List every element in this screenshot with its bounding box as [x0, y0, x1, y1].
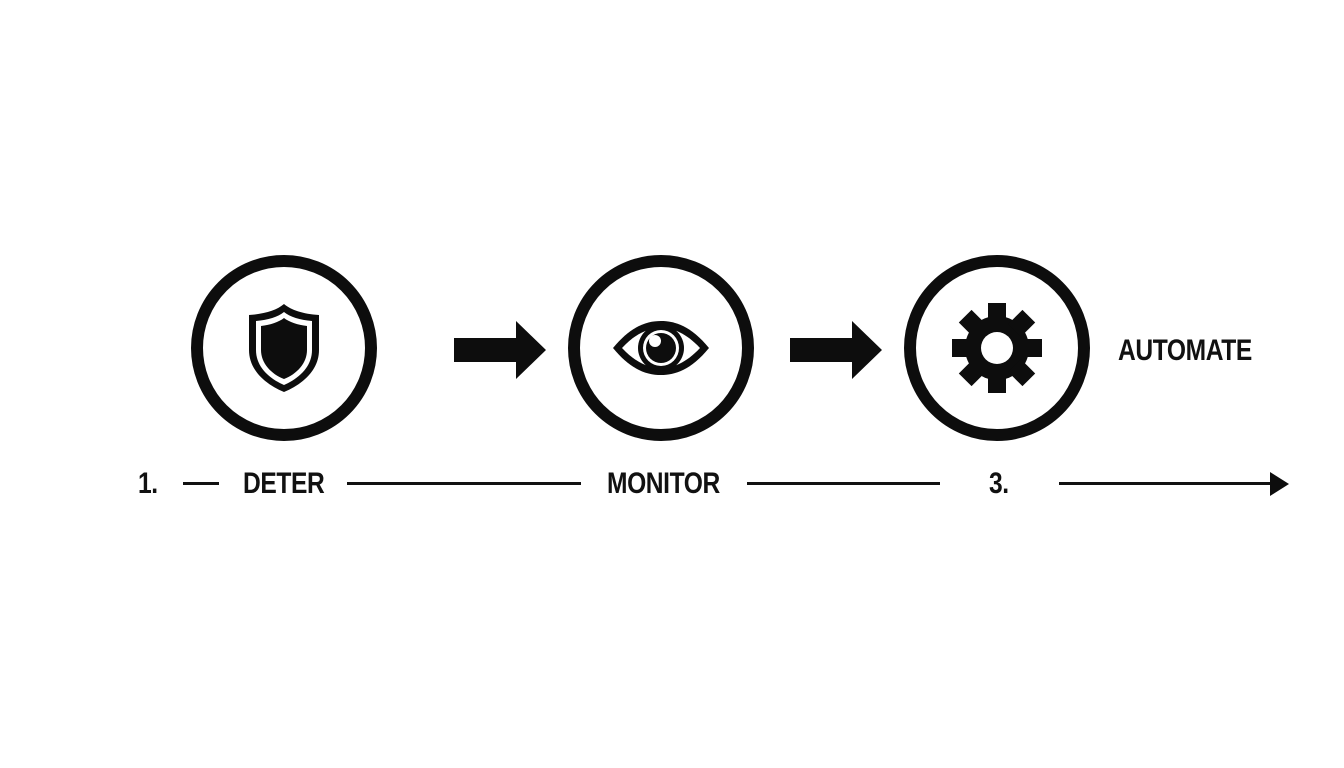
timeline-arrow-line [1059, 482, 1273, 485]
timeline-line [347, 482, 581, 485]
step-1-circle [191, 255, 377, 441]
deter-label: DETER [243, 467, 325, 500]
arrow-right-icon [790, 321, 882, 379]
arrowhead-icon [1270, 472, 1289, 496]
automate-label: AUTOMATE [1118, 334, 1252, 367]
eye-icon [613, 321, 709, 375]
step-3-circle [904, 255, 1090, 441]
step-number-3: 3. [989, 467, 1009, 500]
timeline-line [747, 482, 940, 485]
gear-icon [952, 303, 1042, 393]
timeline-dash [183, 482, 219, 485]
arrow-right-icon [454, 321, 546, 379]
step-number-1: 1. [138, 467, 158, 500]
shield-icon [249, 304, 319, 392]
step-2-circle [568, 255, 754, 441]
monitor-label: MONITOR [607, 467, 720, 500]
